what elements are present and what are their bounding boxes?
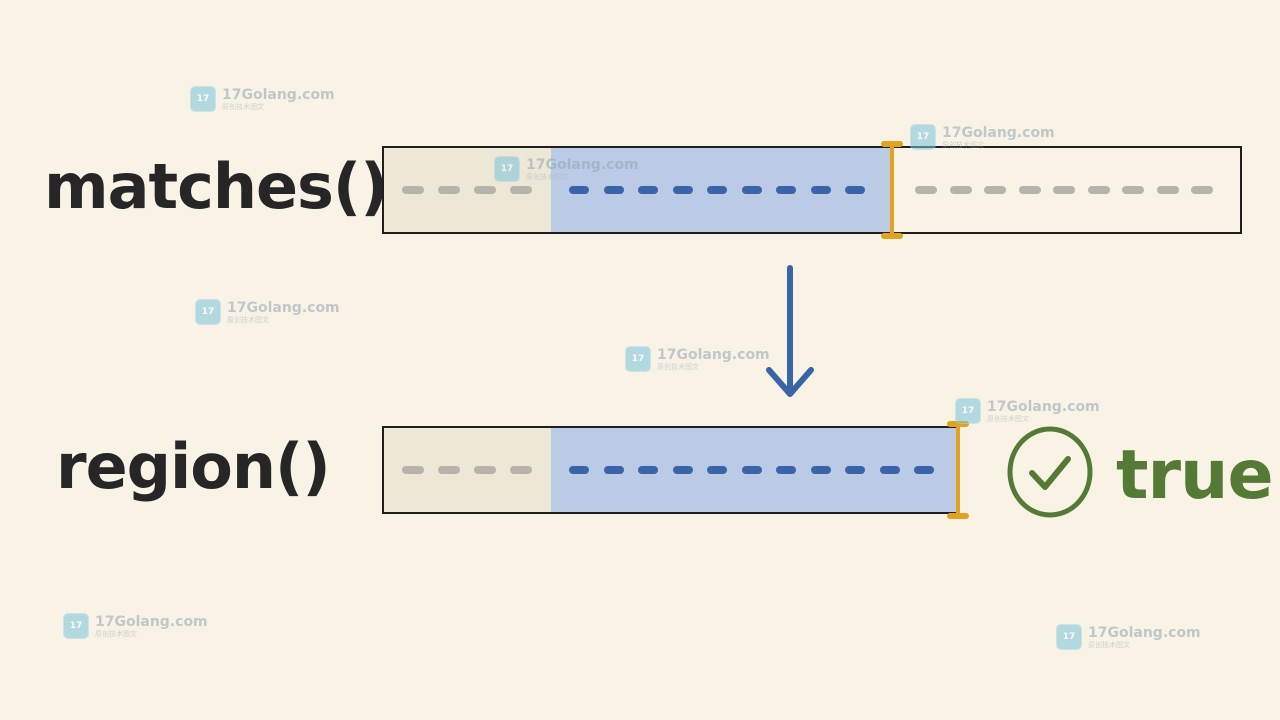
region-char-dash [638,466,658,474]
site-logo-icon: 17 [955,398,981,424]
match-end-marker [881,141,903,239]
result-value: true [1116,436,1274,515]
matched-char-dash [707,186,727,194]
excluded-char-dash [438,466,460,474]
watermark-sub: 原创技术图文 [942,140,984,149]
excluded-char-dash [510,466,532,474]
matched-char-dash [603,186,624,194]
watermark-site: 17Golang.com [222,86,335,103]
trailing-char-dash [984,186,1006,194]
watermark-site: 17Golang.com [942,124,1055,141]
watermark-sub: 原创技术图文 [95,629,137,638]
trailing-char-dash [1156,186,1179,194]
trailing-char-dash [1191,186,1213,194]
site-logo-icon: 17 [195,299,221,325]
matched-char-dash [569,186,589,194]
watermark-sub: 原创技术图文 [657,362,699,371]
unmatched-char-dash [510,186,532,194]
trailing-char-dash [949,186,972,194]
matches-input-strip [382,146,1242,234]
site-logo-icon: 17 [1056,624,1082,650]
region-label: region() [56,430,331,503]
region-char-dash [741,466,762,474]
watermark-site: 17Golang.com [227,299,340,316]
region-char-dash [914,466,934,474]
watermark-site: 17Golang.com [1088,624,1201,641]
watermark-sub: 原创技术图文 [227,315,269,324]
matched-char-dash [845,186,865,194]
watermark-sub: 原创技术图文 [1088,640,1130,649]
matched-char-dash [776,186,796,194]
site-logo-icon: 17 [910,124,936,150]
down-arrow-icon [766,265,814,397]
check-circle-icon [1007,426,1093,518]
unmatched-char-dash [438,186,460,194]
unmatched-char-dash [402,186,424,194]
matched-char-dash [810,186,831,194]
excluded-char-dash [402,466,424,474]
watermark-sub: 原创技术图文 [526,172,568,181]
watermark-sub: 原创技术图文 [987,414,1029,423]
region-input-strip [382,426,960,514]
region-char-dash [603,466,624,474]
site-logo-icon: 17 [190,86,216,112]
watermark-site: 17Golang.com [657,346,770,363]
region-char-dash [845,466,865,474]
region-end-marker [947,421,969,519]
trailing-char-dash [1018,186,1041,194]
watermark-site: 17Golang.com [526,156,639,173]
matched-char-dash [638,186,658,194]
region-char-dash [569,466,589,474]
excluded-char-dash [474,466,496,474]
region-char-dash [776,466,796,474]
matched-char-dash [672,186,693,194]
matched-char-dash [741,186,762,194]
watermark-site: 17Golang.com [987,398,1100,415]
watermark-sub: 原创技术图文 [222,102,264,111]
site-logo-icon: 17 [625,346,651,372]
matches-label: matches() [44,150,389,223]
site-logo-icon: 17 [63,613,89,639]
region-char-dash [707,466,727,474]
trailing-char-dash [1122,186,1144,194]
unmatched-char-dash [474,186,496,194]
site-logo-icon: 17 [494,156,520,182]
trailing-char-dash [1087,186,1110,194]
trailing-char-dash [915,186,937,194]
region-char-dash [810,466,831,474]
watermark-site: 17Golang.com [95,613,208,630]
region-char-dash [879,466,900,474]
region-char-dash [672,466,693,474]
trailing-char-dash [1053,186,1075,194]
